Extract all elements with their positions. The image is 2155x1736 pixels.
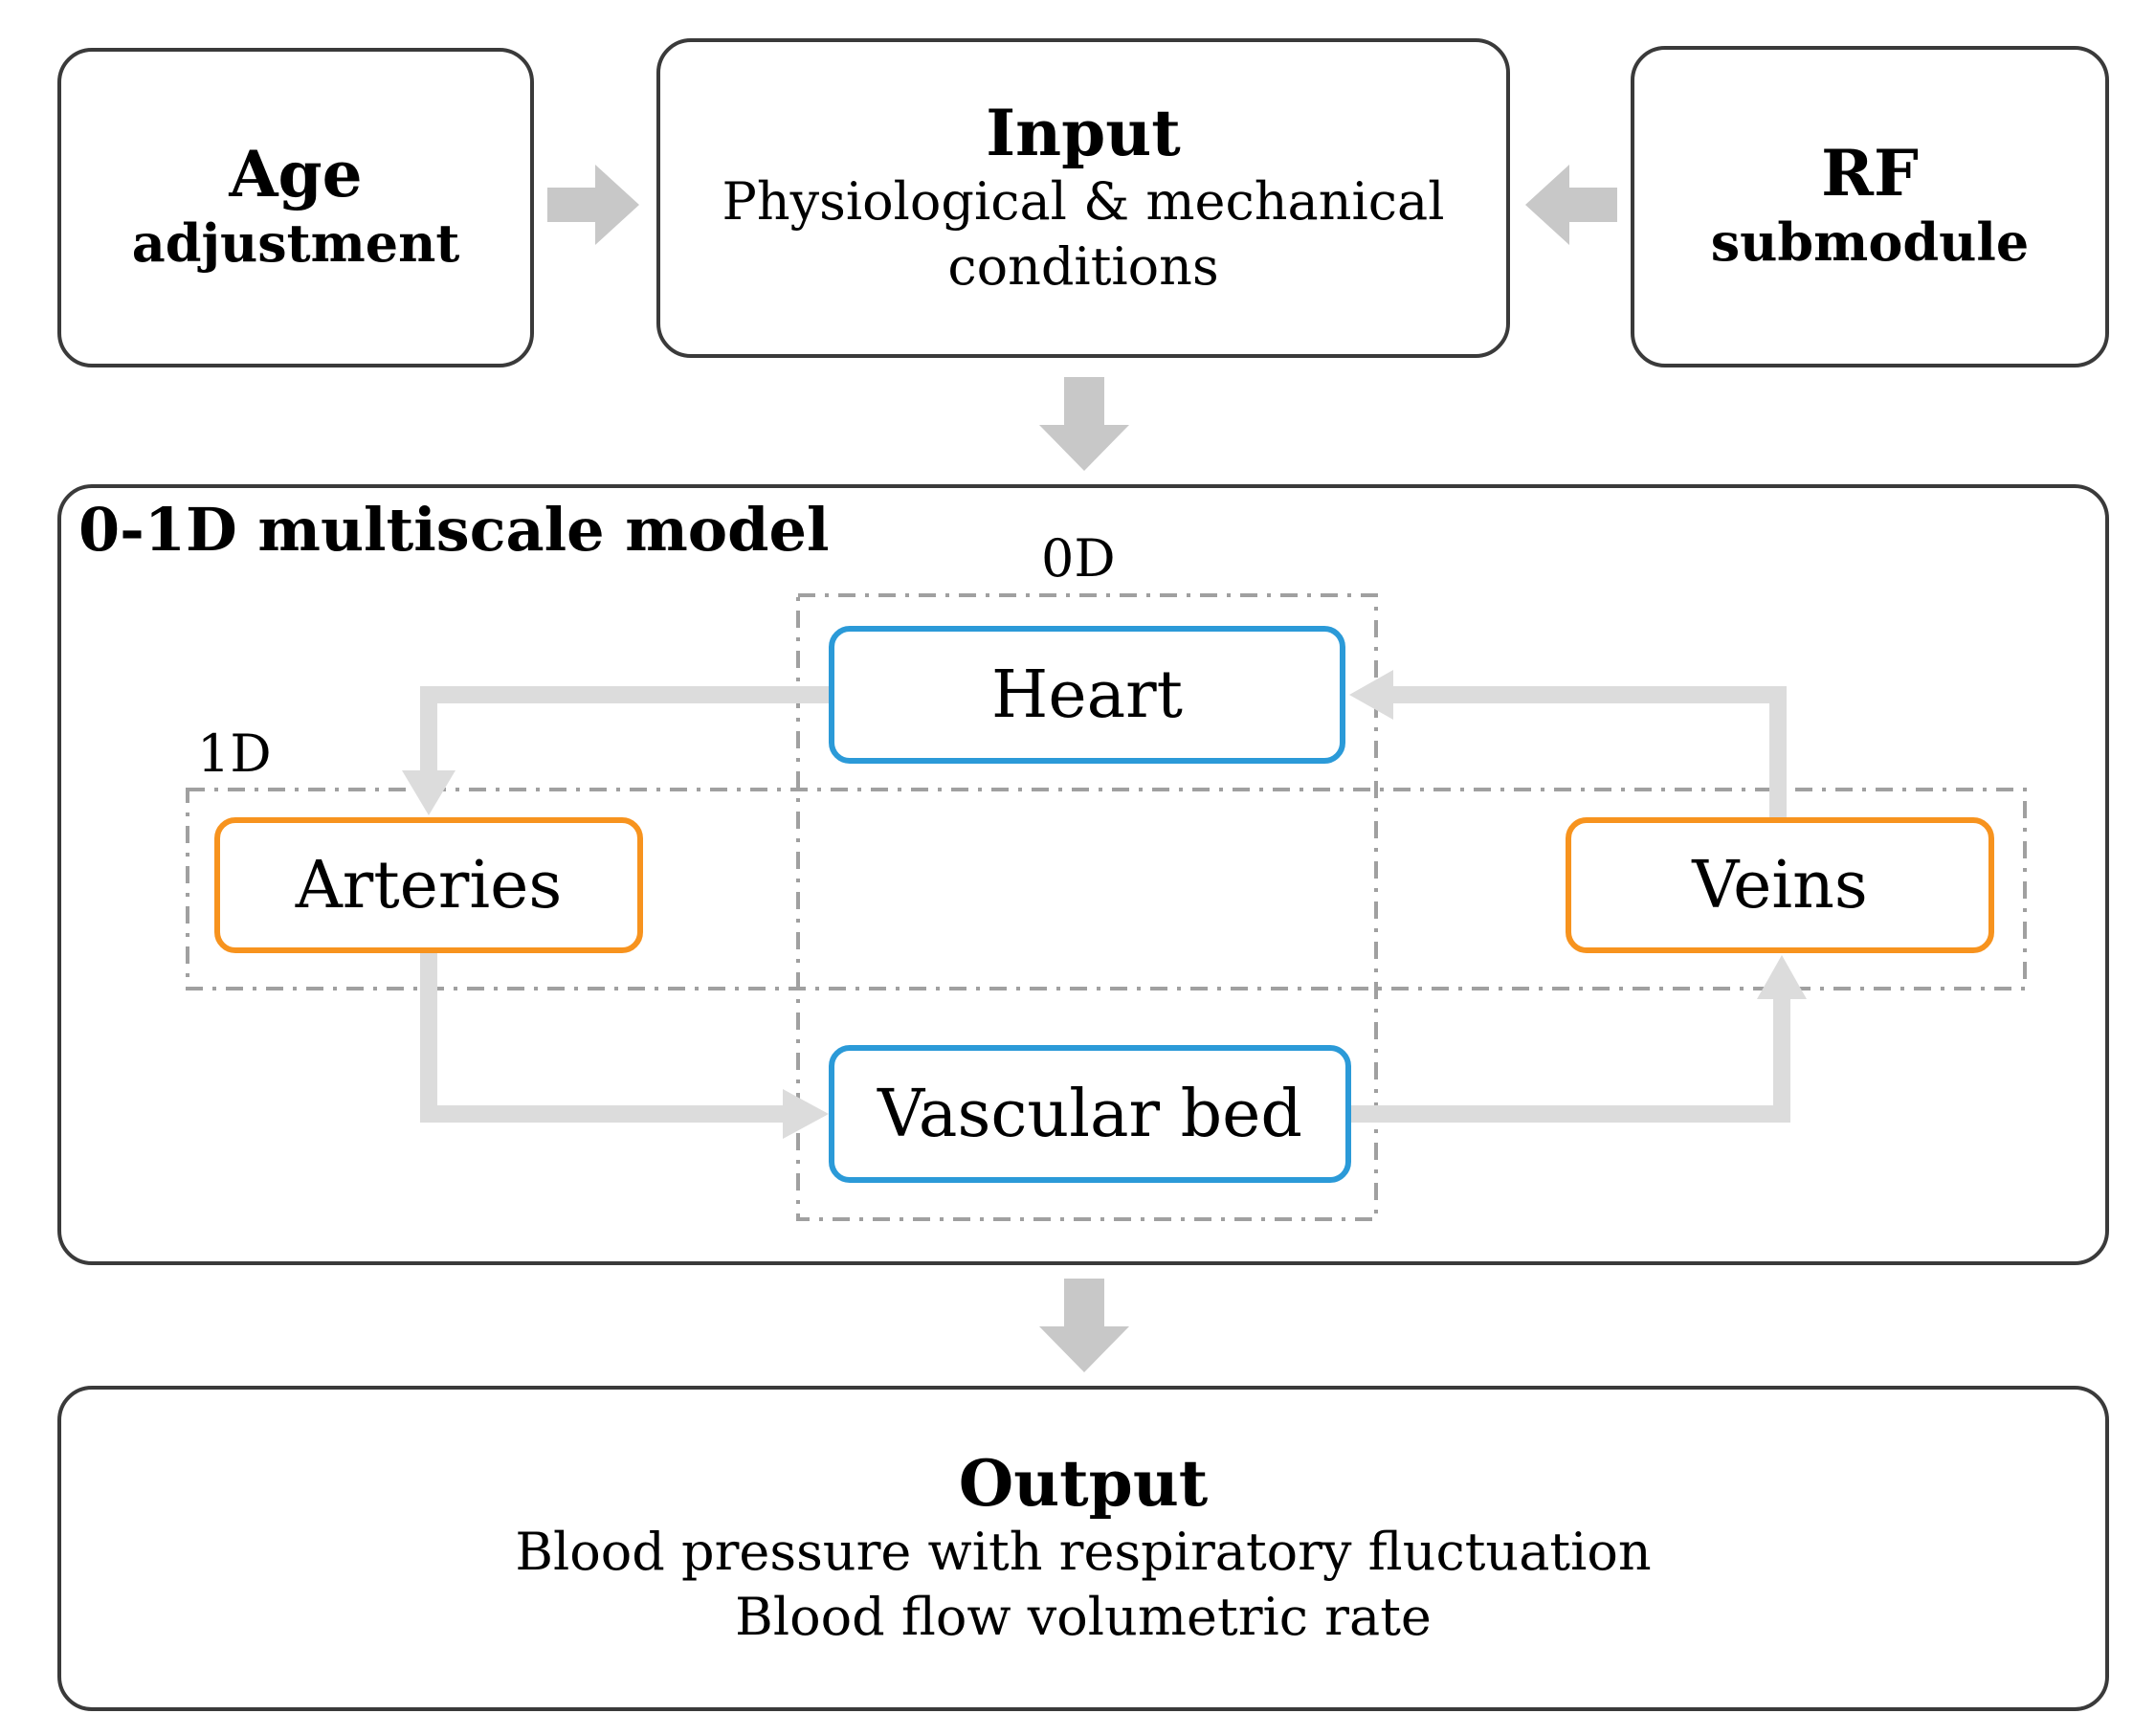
age-subtitle: adjustment <box>131 212 460 275</box>
multiscale-model-box <box>57 484 2109 1265</box>
heart-node: Heart <box>829 626 1345 764</box>
output-title: Output <box>958 1445 1209 1521</box>
flow-arrowhead-veins <box>1757 955 1807 999</box>
vascular-bed-label: Vascular bed <box>878 1076 1302 1152</box>
rf-title: RF <box>1821 136 1919 211</box>
output-line-2: Blood flow volumetric rate <box>735 1586 1432 1647</box>
output-line-1: Blood pressure with respiratory fluctuat… <box>515 1522 1652 1583</box>
veins-label: Veins <box>1692 847 1868 924</box>
rf-subtitle: submodule <box>1710 211 2030 274</box>
flow-heart-to-arteries <box>420 686 831 785</box>
flow-arrowhead-vascular-bed <box>783 1089 829 1139</box>
flow-arrowhead-arteries <box>402 770 455 815</box>
age-adjustment-box: Age adjustment <box>57 48 534 367</box>
flow-arrowhead-heart <box>1349 670 1393 720</box>
zone-0d-outline <box>796 593 1378 1221</box>
arrow-model-to-output <box>1039 1279 1129 1372</box>
output-box: Output Blood pressure with respiratory f… <box>57 1386 2109 1711</box>
veins-node: Veins <box>1566 817 1994 953</box>
flow-arteries-to-vascular-bed <box>420 953 796 1123</box>
label-0d: 0D <box>1041 528 1116 589</box>
arrow-age-to-input <box>547 165 639 245</box>
input-line-2: conditions <box>947 235 1219 297</box>
rf-submodule-box: RF submodule <box>1631 46 2109 367</box>
input-line-1: Physiological & mechanical <box>722 171 1445 233</box>
input-title: Input <box>986 95 1181 170</box>
heart-label: Heart <box>991 657 1183 733</box>
arrow-rf-to-input <box>1525 165 1617 245</box>
arteries-label: Arteries <box>295 847 563 924</box>
flow-veins-to-heart <box>1388 686 1787 819</box>
age-title: Age <box>229 137 363 212</box>
flow-vascular-bed-to-veins <box>1351 986 1790 1123</box>
label-1d: 1D <box>197 723 272 784</box>
arrow-input-to-model <box>1039 377 1129 471</box>
vascular-bed-node: Vascular bed <box>829 1045 1351 1183</box>
zone-1d-outline <box>186 788 2027 990</box>
arteries-node: Arteries <box>214 817 643 953</box>
model-title: 0-1D multiscale model <box>78 495 830 565</box>
input-box: Input Physiological & mechanical conditi… <box>656 38 1510 358</box>
